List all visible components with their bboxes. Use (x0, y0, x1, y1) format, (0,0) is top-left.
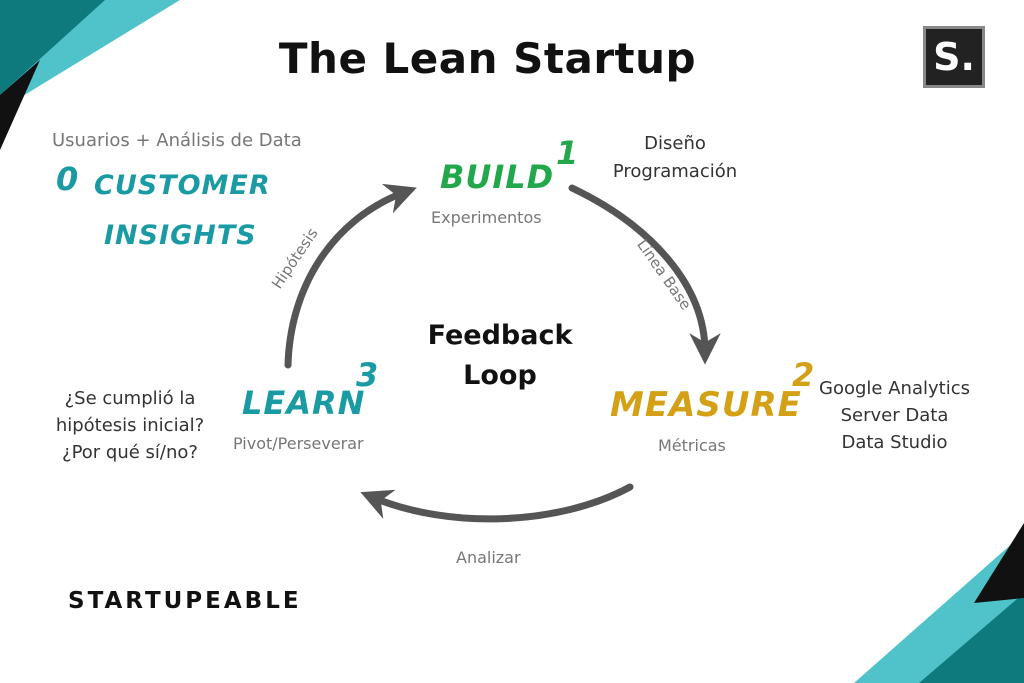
build-label: BUILD (440, 158, 555, 196)
brand-wordmark: STARTUPEABLE (68, 588, 302, 614)
learn-label: LEARN (242, 384, 366, 422)
measure-note: Server Data (840, 405, 949, 426)
learn-note: ¿Por qué sí/no? (62, 442, 198, 463)
measure-note: Google Analytics (819, 378, 970, 399)
feedback-loop-line1: Feedback (427, 320, 573, 351)
customer-insights-line2: INSIGHTS (104, 220, 257, 251)
measure-subtitle: Métricas (658, 436, 726, 455)
bottom-right-corner-decoration (854, 523, 1024, 683)
customer-insights-caption: Usuarios + Análisis de Data (52, 130, 302, 151)
build-number: 1 (556, 134, 580, 172)
measure-number: 2 (792, 356, 816, 394)
learn-number: 3 (356, 356, 380, 394)
page-title: The Lean Startup (278, 34, 697, 83)
arrow-label-analizar: Analizar (456, 548, 521, 567)
measure-label: MEASURE (610, 385, 802, 425)
arrow-learn-to-build (284, 183, 417, 369)
build-notes: Diseño Programación (605, 130, 745, 186)
measure-notes: Google Analytics Server Data Data Studio (812, 375, 977, 456)
build-note: Programación (612, 161, 738, 182)
customer-insights-number: 0 (56, 160, 80, 198)
customer-insights-line1: CUSTOMER (94, 170, 271, 201)
build-subtitle: Experimentos (431, 208, 542, 227)
feedback-loop-label: Feedback Loop (410, 316, 590, 396)
learn-notes: ¿Se cumplió la hipótesis inicial? ¿Por q… (50, 385, 210, 466)
arrow-build-to-measure (568, 184, 721, 365)
learn-note: hipótesis inicial? (55, 415, 205, 436)
learn-note: ¿Se cumplió la (64, 388, 196, 409)
logo-text: S. (933, 35, 975, 79)
build-note: Diseño (644, 133, 706, 154)
feedback-loop-line2: Loop (463, 360, 537, 391)
arrow-measure-to-learn (360, 483, 634, 523)
top-left-corner-decoration (0, 0, 180, 150)
startupeable-logo: S. (923, 26, 985, 88)
measure-note: Data Studio (841, 432, 948, 453)
learn-subtitle: Pivot/Perseverar (233, 434, 364, 453)
